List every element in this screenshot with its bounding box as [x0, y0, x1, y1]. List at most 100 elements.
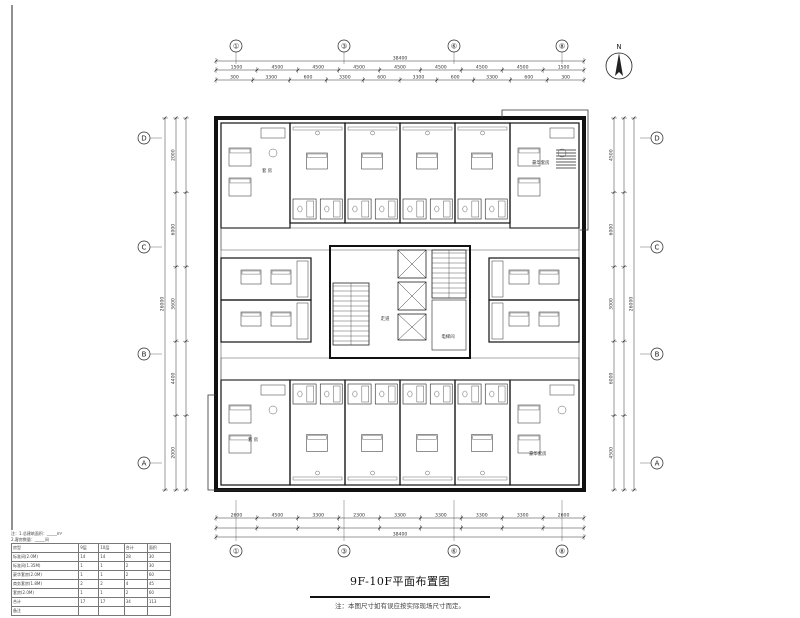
sofa-icon — [549, 127, 575, 139]
toilet-icon — [462, 205, 468, 213]
suite-room — [220, 122, 291, 229]
dim-top-minor: 600 — [451, 75, 460, 81]
legend-cell: 113 — [146, 597, 172, 607]
bathroom — [292, 198, 317, 220]
legend-cell: 45 — [146, 579, 172, 589]
guest-room — [488, 299, 580, 343]
chair-icon — [315, 470, 320, 476]
bathroom — [374, 383, 398, 405]
guest-room — [289, 379, 346, 486]
central-core: 走道 电梯间 — [329, 245, 471, 359]
legend-cell: 2 — [98, 579, 125, 589]
dim-left-major: 2000 — [171, 149, 177, 161]
bed-icon — [361, 152, 383, 170]
dim-bottom-major: 2300 — [353, 513, 365, 519]
title-block: 9F-10F平面布置图 — [300, 573, 500, 589]
table-icon — [268, 405, 278, 415]
dim-top-minor: 600 — [304, 75, 313, 81]
bathroom — [402, 383, 427, 405]
grid-label-col: ⑧ — [559, 42, 565, 50]
grid-bubble-col — [447, 544, 461, 558]
guest-room — [454, 122, 511, 224]
bed-icon — [471, 152, 493, 170]
shower-icon — [333, 200, 341, 218]
bed-icon — [416, 434, 438, 452]
toilet-icon — [434, 205, 440, 213]
bed-icon — [270, 269, 292, 285]
desk — [292, 476, 343, 481]
north-label: N — [616, 43, 621, 51]
legend-cell: 17 — [98, 597, 125, 607]
desk — [402, 126, 453, 131]
bed-icon — [361, 434, 383, 452]
bed-icon — [306, 152, 328, 170]
south-corridor — [220, 357, 580, 381]
bed-icon — [517, 147, 541, 167]
shower-icon — [361, 200, 369, 218]
guest-room — [399, 379, 456, 486]
chair-icon — [425, 470, 430, 476]
legend-cell: 60 — [146, 588, 172, 598]
north-arrow-icon: N — [605, 43, 633, 80]
dim-top-minor: 600 — [377, 75, 386, 81]
bed-icon — [306, 434, 328, 452]
legend-cell: 60 — [146, 570, 172, 580]
legend-header-cell: 合计 — [123, 543, 148, 553]
dim-bottom-total: 38400 — [393, 532, 408, 538]
chair-icon — [370, 130, 375, 136]
grid-label-col: ① — [233, 42, 239, 50]
title-underline — [310, 596, 490, 598]
bathroom — [484, 198, 508, 220]
guest-room — [344, 379, 401, 486]
chair-icon — [425, 130, 430, 136]
legend-note-1: 注：1.总建筑面积：_____m² — [11, 531, 63, 536]
grid-label-col: ⑥ — [451, 547, 457, 555]
dim-top-major: 4500 — [476, 65, 488, 71]
legend-cell — [78, 606, 100, 616]
dim-left-major: 6000 — [171, 224, 177, 236]
dim-top-minor: 600 — [524, 75, 533, 81]
bathroom — [491, 260, 504, 298]
bed-icon — [228, 177, 252, 197]
core-label: 电梯间 — [441, 333, 454, 340]
shower-icon — [306, 385, 314, 403]
dim-top-major: 1500 — [558, 65, 570, 71]
legend-cell: 1 — [98, 561, 125, 571]
dim-top-minor: 3300 — [339, 75, 351, 81]
dim-right-total: 26000 — [629, 297, 635, 312]
bathroom — [457, 198, 482, 220]
legend-cell: 合计 — [10, 597, 80, 607]
plan-note: 注：本图尺寸如有误应按实际现场尺寸而定。 — [335, 602, 465, 610]
sofa-icon — [549, 384, 575, 396]
bed-icon — [538, 311, 560, 327]
toilet-icon — [489, 205, 495, 213]
desk — [347, 126, 398, 131]
shower-icon — [471, 385, 479, 403]
bed-icon — [508, 311, 530, 327]
dim-top-major: 4500 — [271, 65, 283, 71]
shower-icon — [388, 200, 396, 218]
legend-row: 备注 — [10, 606, 172, 616]
toilet-icon — [324, 205, 330, 213]
bed-icon — [270, 311, 292, 327]
legend-cell: 34 — [123, 597, 148, 607]
dim-top-major: 1500 — [231, 65, 243, 71]
toilet-icon — [407, 390, 413, 398]
dim-top-major: 4500 — [353, 65, 365, 71]
legend-cell: 1 — [78, 570, 100, 580]
toilet-icon — [407, 205, 413, 213]
table-icon — [557, 405, 567, 415]
bed-icon — [517, 404, 541, 424]
bed-icon — [416, 152, 438, 170]
legend-cell: 30 — [146, 552, 172, 562]
legend-cell: 1 — [78, 561, 100, 571]
legend-cell: 2 — [123, 570, 148, 580]
bathroom — [402, 198, 427, 220]
suite-room — [509, 122, 580, 229]
shower-icon — [388, 385, 396, 403]
